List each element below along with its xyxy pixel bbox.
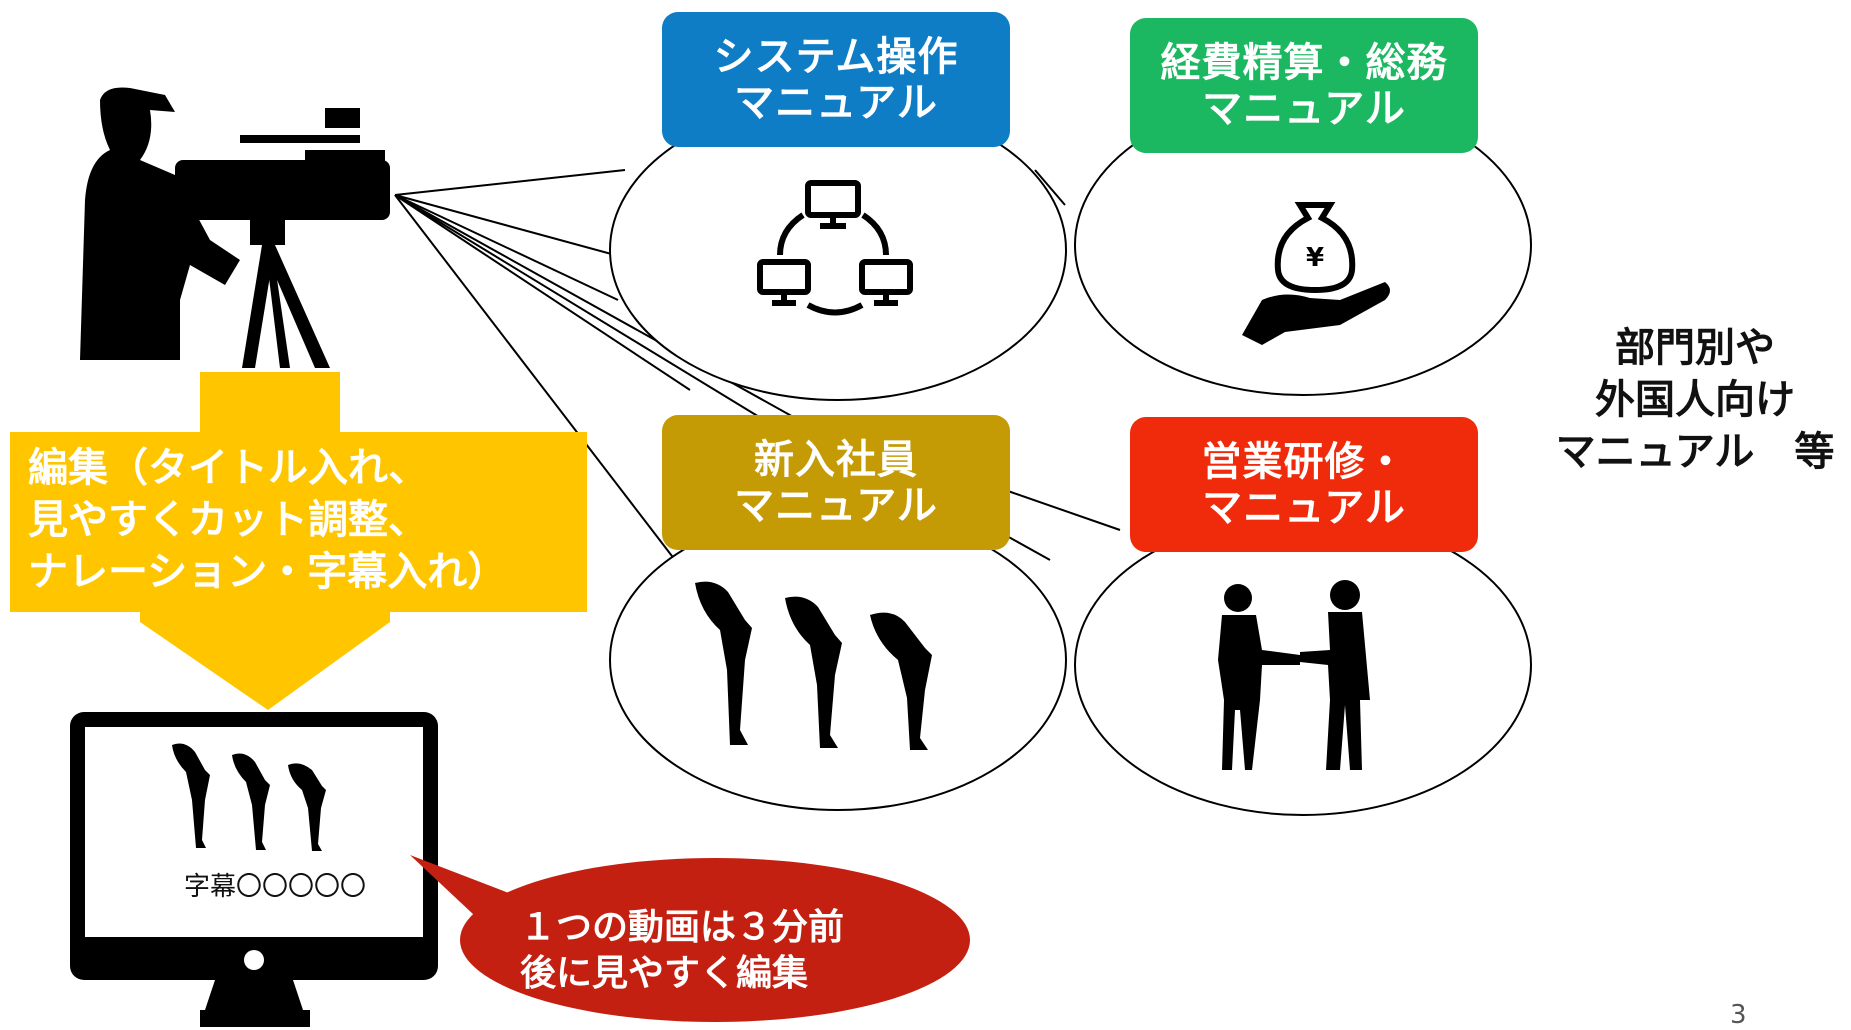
bowing-people-icon xyxy=(695,581,932,750)
monitor-bowing-people-icon xyxy=(172,743,326,851)
newhire-manual-line1: 新入社員 xyxy=(754,436,918,483)
newhire-manual-line2: マニュアル xyxy=(734,482,938,529)
expense-manual-box: 経費精算・総務 マニュアル xyxy=(1130,18,1478,153)
edit-arrow-shape xyxy=(10,372,587,710)
system-manual-line1: システム操作 xyxy=(713,33,959,80)
newhire-manual-box: 新入社員 マニュアル xyxy=(662,415,1010,550)
sales-manual-line1: 営業研修・ xyxy=(1201,438,1407,485)
callout-shape xyxy=(410,855,970,1022)
edit-arrow-text: 編集（タイトル入れ、 見やすくカット調整、 ナレーション・字幕入れ） xyxy=(28,445,508,595)
monitor-subtitle: 字幕〇〇〇〇〇 xyxy=(183,872,366,902)
sales-manual-box: 営業研修・ マニュアル xyxy=(1130,417,1478,552)
computer-network-icon xyxy=(757,180,913,316)
yen-money-bag-hand-icon: ¥ xyxy=(1242,202,1390,345)
expense-manual-line1: 経費精算・総務 xyxy=(1160,39,1448,86)
svg-text:¥: ¥ xyxy=(1306,243,1324,273)
expense-manual-line2: マニュアル xyxy=(1202,85,1406,132)
handshake-people-icon xyxy=(1218,580,1370,770)
side-note: 部門別や 外国人向け マニュアル 等 xyxy=(1555,325,1835,475)
page-number: 3 xyxy=(1730,1000,1747,1030)
system-manual-line2: マニュアル xyxy=(734,79,938,126)
sales-manual-line2: マニュアル xyxy=(1202,484,1406,531)
system-manual-box: システム操作 マニュアル xyxy=(662,12,1010,147)
cameraman-silhouette-icon xyxy=(80,87,390,368)
callout-text: １つの動画は３分前 後に見やすく編集 xyxy=(520,907,845,994)
bubble-sales xyxy=(1074,514,1532,816)
